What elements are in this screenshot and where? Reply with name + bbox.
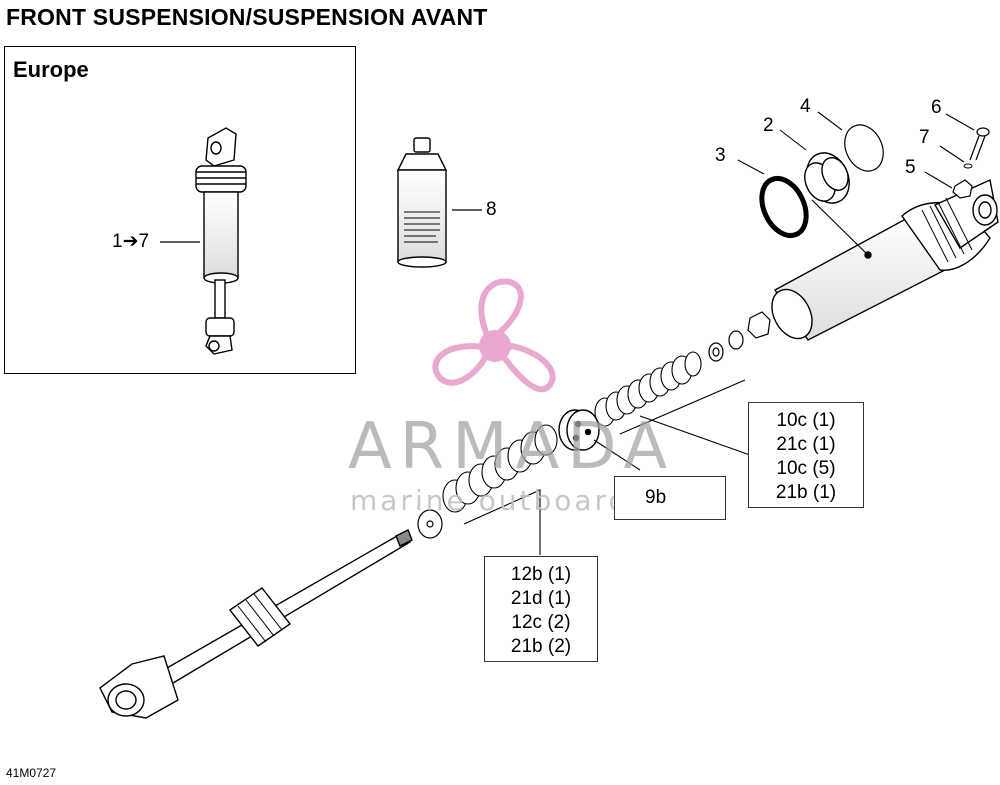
page-title: FRONT SUSPENSION/SUSPENSION AVANT	[6, 4, 488, 30]
callout-2: 2	[763, 115, 774, 136]
screw-part-6	[969, 127, 990, 161]
callout-4: 4	[800, 96, 811, 117]
upper-stack-box: 10c (1) 21c (1) 10c (5) 21b (1)	[748, 402, 864, 508]
cylinder-body-drawing	[771, 178, 999, 341]
spring-box: 9b	[614, 476, 726, 520]
watermark-brand: ARMADA	[348, 410, 676, 484]
callout-7: 7	[919, 127, 930, 148]
piston-part-9b	[558, 409, 600, 451]
lower-stack-line-2: 21d (1)	[510, 588, 572, 609]
lower-stack-line-4: 21b (2)	[510, 636, 572, 657]
watermark-tagline: marine outboards	[350, 484, 647, 517]
lower-stack-line-3: 12c (2)	[511, 612, 571, 633]
callout-8: 8	[486, 199, 497, 220]
upper-stack-line-4: 21b (1)	[775, 482, 837, 503]
upper-stack-line-3: 10c (5)	[776, 458, 836, 479]
callout-leaders	[737, 111, 975, 256]
inset-shock-drawing	[195, 127, 247, 355]
disc-part-4	[844, 124, 884, 172]
washer-part-7	[963, 163, 973, 169]
inset-label: Europe	[13, 57, 89, 82]
callout-3: 3	[715, 145, 726, 166]
rod-washer	[417, 509, 443, 539]
valve-nut-washers	[708, 311, 771, 362]
upper-stack-line-1: 10c (1)	[776, 410, 836, 431]
watermark-propeller-icon	[432, 278, 556, 393]
lower-shim-stack	[442, 424, 558, 513]
drawing-code: 41M0727	[6, 766, 57, 780]
europe-inset: Europe	[4, 46, 356, 374]
callout-6: 6	[931, 97, 942, 118]
lower-stack-line-1: 12b (1)	[510, 564, 572, 585]
upper-shim-stack	[594, 351, 702, 427]
lower-stack-box: 12b (1) 21d (1) 12c (2) 21b (2)	[484, 556, 598, 662]
nut-part-5	[952, 179, 973, 199]
callout-5: 5	[905, 157, 916, 178]
oil-bottle-drawing	[396, 137, 448, 268]
ring-part-2	[804, 152, 850, 204]
piston-rod-drawing	[99, 529, 413, 719]
spring-box-line: 9b	[645, 487, 667, 508]
callout-inset-range: 1➔7	[112, 231, 150, 252]
upper-stack-line-2: 21c (1)	[776, 434, 836, 455]
o-ring-part-3	[759, 176, 809, 238]
